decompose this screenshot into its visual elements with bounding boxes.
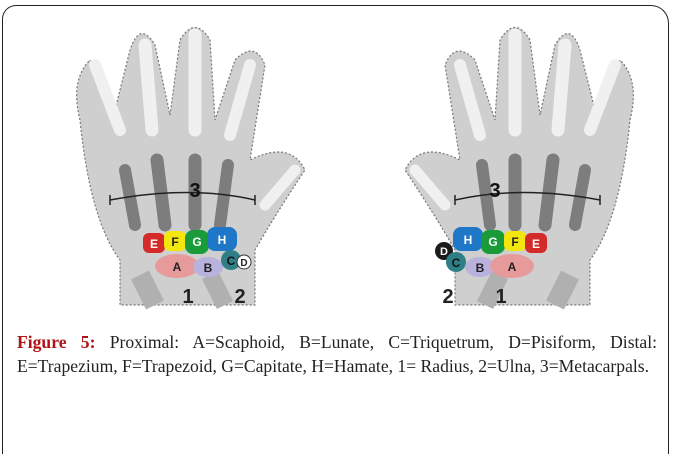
figure-label: Figure 5:: [17, 332, 95, 352]
right-bone-b: B: [476, 261, 485, 275]
right-bone-h: H: [464, 233, 473, 247]
left-hand: 3 E F G H A B C D 1 2: [77, 28, 305, 309]
right-hand: 3 H G F E D C B A 2 1: [405, 28, 633, 309]
left-bone-e: E: [150, 237, 158, 251]
left-radius-label: 1: [182, 286, 193, 308]
right-bone-c: C: [452, 256, 461, 270]
right-ulna-label: 2: [442, 286, 453, 308]
left-ulna-label: 2: [234, 286, 245, 308]
right-metacarpal-label: 3: [489, 180, 500, 202]
left-bone-g: G: [192, 235, 201, 249]
left-bone-d: D: [240, 258, 247, 269]
right-bone-f: F: [511, 235, 518, 249]
left-bone-c: C: [227, 254, 236, 268]
left-bone-a: A: [173, 260, 182, 274]
left-metacarpal-label: 3: [189, 180, 200, 202]
left-bone-h: H: [218, 233, 227, 247]
figure-caption: Figure 5: Proximal: A=Scaphoid, B=Lunate…: [17, 330, 657, 378]
hands-illustration: 3 E F G H A B C D 1 2 3 H: [40, 20, 640, 320]
right-radius-label: 1: [495, 286, 506, 308]
figure-caption-text: Proximal: A=Scaphoid, B=Lunate, C=Trique…: [17, 332, 657, 376]
right-bone-d: D: [440, 246, 448, 258]
left-bone-f: F: [171, 235, 178, 249]
right-bone-a: A: [508, 260, 517, 274]
left-bone-b: B: [204, 261, 213, 275]
right-bone-e: E: [532, 237, 540, 251]
right-bone-g: G: [488, 235, 497, 249]
